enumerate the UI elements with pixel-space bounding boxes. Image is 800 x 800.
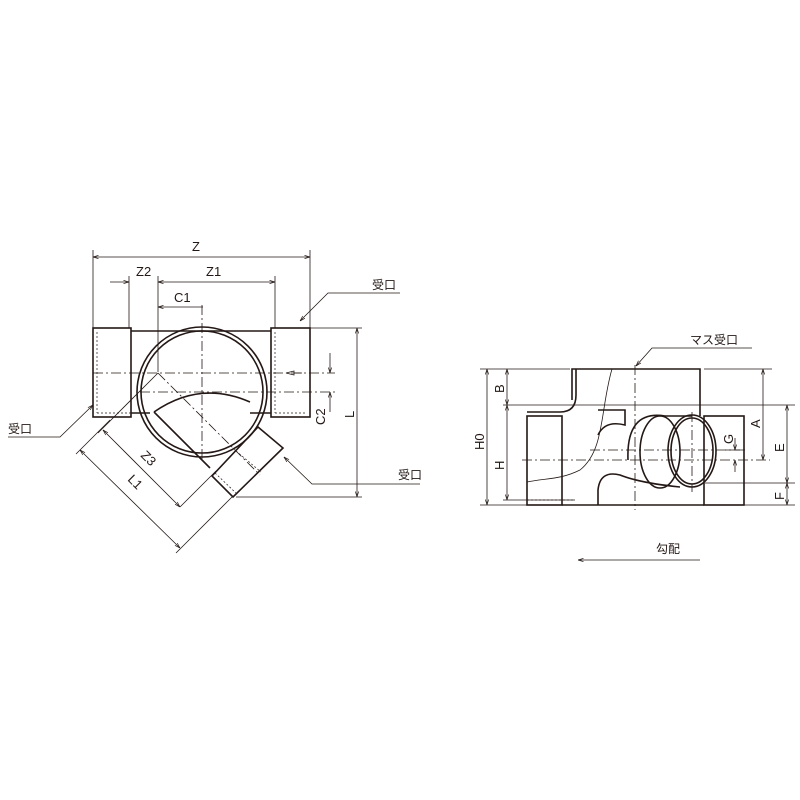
dim-a: A [748,419,763,428]
dim-f: F [772,492,787,500]
plan-view: Z Z2 Z1 C1 C2 L Z3 L1 受口 受口 受口 [8,239,422,554]
dim-z: Z [192,239,200,254]
side-view: H0 B H A E F G マス受口 勾配 [472,333,795,560]
label-mass-socket: マス受口 [690,333,738,347]
dim-z2: Z2 [136,264,151,279]
dim-b: B [492,384,507,393]
label-slope: 勾配 [656,542,680,556]
dim-ho: H0 [472,433,487,450]
dim-c1: C1 [174,290,191,305]
label-socket-branch: 受口 [398,468,422,482]
dim-z1: Z1 [206,264,221,279]
dim-l1: L1 [125,472,146,493]
dim-h: H [492,461,507,470]
label-socket-top-right: 受口 [372,278,396,292]
label-socket-left: 受口 [8,422,32,436]
dim-g: G [721,434,736,444]
dim-e: E [772,443,787,452]
dim-l: L [342,411,357,418]
dim-c2: C2 [313,408,328,425]
dim-z3: Z3 [138,448,159,469]
